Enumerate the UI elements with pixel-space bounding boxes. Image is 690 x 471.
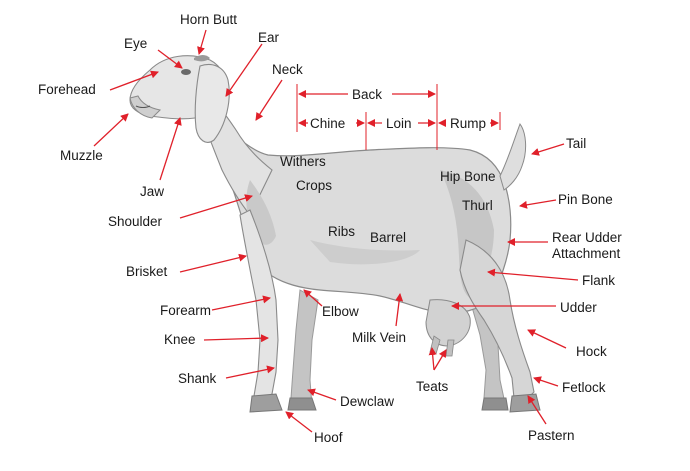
arrow-tail bbox=[531, 143, 565, 156]
goat-illustration bbox=[129, 55, 541, 413]
arrow-hoof bbox=[285, 411, 313, 433]
label-ribs: Ribs bbox=[328, 224, 355, 239]
arrow-brisket bbox=[179, 253, 247, 273]
label-back: Back bbox=[352, 87, 382, 102]
label-crops: Crops bbox=[296, 178, 332, 193]
label-dewclaw: Dewclaw bbox=[340, 394, 394, 409]
arrow-knee bbox=[203, 334, 269, 343]
label-milk-vein: Milk Vein bbox=[352, 330, 406, 345]
pointer-arrows bbox=[93, 29, 579, 433]
label-rear-udder-attachment-line2: Attachment bbox=[552, 246, 621, 261]
label-forearm: Forearm bbox=[160, 303, 211, 318]
far-hind-hoof bbox=[481, 397, 509, 411]
label-eye: Eye bbox=[124, 36, 147, 51]
goat-mouth bbox=[135, 105, 151, 108]
label-teats: Teats bbox=[416, 379, 449, 394]
label-tail: Tail bbox=[566, 136, 586, 151]
arrow-flank bbox=[487, 268, 579, 281]
arrow-teats-2 bbox=[433, 349, 447, 371]
label-fetlock: Fetlock bbox=[562, 380, 606, 395]
label-forehead: Forehead bbox=[38, 82, 96, 97]
label-pastern: Pastern bbox=[528, 428, 575, 443]
arrow-shank bbox=[225, 365, 275, 379]
hind-hoof bbox=[509, 393, 541, 413]
label-withers: Withers bbox=[280, 154, 326, 169]
label-loin: Loin bbox=[386, 116, 412, 131]
label-flank: Flank bbox=[582, 273, 615, 288]
label-jaw: Jaw bbox=[140, 184, 164, 199]
label-chine: Chine bbox=[310, 116, 345, 131]
goat-horn-butt bbox=[194, 55, 210, 62]
label-udder: Udder bbox=[560, 300, 597, 315]
arrow-teats-1 bbox=[428, 347, 437, 371]
arrow-forearm bbox=[211, 295, 271, 311]
label-horn-butt: Horn Butt bbox=[180, 12, 237, 27]
arrow-eye bbox=[157, 49, 183, 69]
arrow-ear bbox=[225, 43, 263, 97]
arrow-neck bbox=[255, 79, 283, 121]
far-front-leg bbox=[290, 289, 319, 409]
arrow-shoulder bbox=[179, 194, 253, 219]
arrow-elbow bbox=[303, 289, 323, 307]
label-hock: Hock bbox=[576, 344, 607, 359]
far-front-hoof bbox=[287, 397, 317, 411]
label-hip-bone: Hip Bone bbox=[440, 169, 496, 184]
arrow-pin-bone bbox=[519, 199, 557, 209]
label-knee: Knee bbox=[164, 332, 196, 347]
label-neck: Neck bbox=[272, 62, 303, 77]
label-ear: Ear bbox=[258, 30, 280, 45]
label-pin-bone: Pin Bone bbox=[558, 192, 613, 207]
goat-muzzle bbox=[129, 95, 162, 119]
label-hoof: Hoof bbox=[314, 430, 343, 445]
dimension-lines bbox=[296, 84, 501, 150]
goat-teat-2 bbox=[445, 339, 455, 357]
label-muzzle: Muzzle bbox=[60, 148, 103, 163]
label-thurl: Thurl bbox=[462, 198, 493, 213]
label-shoulder: Shoulder bbox=[108, 214, 163, 229]
arrow-dewclaw bbox=[307, 388, 337, 401]
arrow-fetlock bbox=[533, 376, 559, 387]
arrow-horn-butt bbox=[197, 29, 207, 55]
labels: Horn Butt Eye Ear Forehead Neck Muzzle J… bbox=[38, 12, 622, 445]
label-shank: Shank bbox=[178, 371, 217, 386]
body-shade-ribs bbox=[310, 240, 420, 265]
goat-eye bbox=[181, 69, 191, 75]
label-rump: Rump bbox=[450, 116, 486, 131]
label-elbow: Elbow bbox=[322, 304, 359, 319]
arrow-pastern bbox=[527, 395, 547, 425]
label-barrel: Barrel bbox=[370, 230, 406, 245]
goat-tail bbox=[499, 122, 527, 191]
goat-ear bbox=[194, 63, 230, 143]
arrow-hock bbox=[527, 329, 567, 349]
arrow-forehead bbox=[109, 70, 159, 91]
label-brisket: Brisket bbox=[126, 264, 168, 279]
front-hoof bbox=[249, 393, 283, 413]
arrow-jaw bbox=[159, 117, 182, 181]
arrow-muzzle bbox=[93, 113, 129, 147]
arrow-milk-vein bbox=[395, 293, 404, 327]
label-rear-udder-attachment-line1: Rear Udder bbox=[552, 230, 622, 245]
